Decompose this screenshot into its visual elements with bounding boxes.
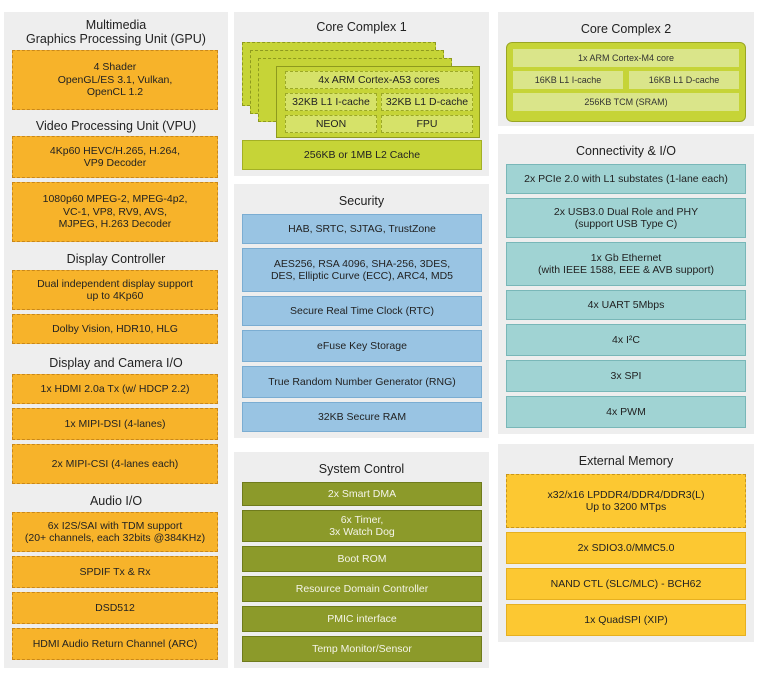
sysctl-block-temp: Temp Monitor/Sensor [242, 636, 482, 662]
conn-block-pcie: 2x PCIe 2.0 with L1 substates (1-lane ea… [506, 164, 746, 194]
security-block-crypto: AES256, RSA 4096, SHA-256, 3DES, DES, El… [242, 248, 482, 292]
vpu-title: Video Processing Unit (VPU) [35, 119, 197, 133]
extmem-block-ddr: x32/x16 LPDDR4/DDR4/DDR3(L) Up to 3200 M… [506, 474, 746, 528]
vpu-block-4k: 4Kp60 HEVC/H.265, H.264, VP9 Decoder [12, 136, 218, 178]
extmem-block-sdio: 2x SDIO3.0/MMC5.0 [506, 532, 746, 564]
security-block-rtc: Secure Real Time Clock (RTC) [242, 296, 482, 326]
dcio-block-dsi: 1x MIPI-DSI (4-lanes) [12, 408, 218, 440]
multimedia-panel: Multimedia Graphics Processing Unit (GPU… [4, 12, 228, 668]
sysctl-block-bootrom: Boot ROM [242, 546, 482, 572]
audio-block-arc: HDMI Audio Return Channel (ARC) [12, 628, 218, 660]
sysctl-block-dma: 2x Smart DMA [242, 482, 482, 506]
core-complex-2-panel: Core Complex 2 1x ARM Cortex-M4 core 16K… [498, 12, 754, 126]
cc1-icache: 32KB L1 I-cache [285, 93, 377, 111]
conn-block-spi: 3x SPI [506, 360, 746, 392]
conn-block-pwm: 4x PWM [506, 396, 746, 428]
dcio-block-hdmi: 1x HDMI 2.0a Tx (w/ HDCP 2.2) [12, 374, 218, 404]
cc1-title: Core Complex 1 [316, 20, 407, 34]
conn-block-i2c: 4x I²C [506, 324, 746, 356]
display-block-hdr: Dolby Vision, HDR10, HLG [12, 314, 218, 344]
cc1-fpu: FPU [381, 115, 473, 133]
audio-block-spdif: SPDIF Tx & Rx [12, 556, 218, 588]
extmem-block-nand: NAND CTL (SLC/MLC) - BCH62 [506, 568, 746, 600]
audio-block-i2s: 6x I2S/SAI with TDM support (20+ channel… [12, 512, 218, 552]
security-block-rng: True Random Number Generator (RNG) [242, 366, 482, 398]
cc2-core: 1x ARM Cortex-M4 core [513, 49, 739, 67]
audio-title: Audio I/O [89, 494, 143, 508]
security-block-efuse: eFuse Key Storage [242, 330, 482, 362]
cc1-cores: 4x ARM Cortex-A53 cores [285, 71, 473, 89]
display-title: Display Controller [66, 252, 166, 266]
cc2-dcache: 16KB L1 D-cache [629, 71, 739, 89]
conn-title: Connectivity & I/O [575, 144, 677, 158]
cc2-tcm: 256KB TCM (SRAM) [513, 93, 739, 111]
system-control-panel: System Control 2x Smart DMA 6x Timer, 3x… [234, 452, 489, 668]
sysctl-title: System Control [318, 462, 405, 476]
dcio-block-csi: 2x MIPI-CSI (4-lanes each) [12, 444, 218, 484]
cc1-dcache: 32KB L1 D-cache [381, 93, 473, 111]
extmem-block-qspi: 1x QuadSPI (XIP) [506, 604, 746, 636]
sysctl-block-rdc: Resource Domain Controller [242, 576, 482, 602]
security-panel: Security HAB, SRTC, SJTAG, TrustZone AES… [234, 184, 489, 438]
vpu-block-1080p: 1080p60 MPEG-2, MPEG-4p2, VC-1, VP8, RV9… [12, 182, 218, 242]
sysctl-block-timer: 6x Timer, 3x Watch Dog [242, 510, 482, 542]
conn-block-usb: 2x USB3.0 Dual Role and PHY (support USB… [506, 198, 746, 238]
security-block-ram: 32KB Secure RAM [242, 402, 482, 432]
sysctl-block-pmic: PMIC interface [242, 606, 482, 632]
cc2-icache: 16KB L1 I-cache [513, 71, 623, 89]
gpu-title: Multimedia Graphics Processing Unit (GPU… [26, 18, 206, 47]
cc1-l2-cache: 256KB or 1MB L2 Cache [242, 140, 482, 170]
connectivity-panel: Connectivity & I/O 2x PCIe 2.0 with L1 s… [498, 134, 754, 434]
audio-block-dsd: DSD512 [12, 592, 218, 624]
conn-block-ethernet: 1x Gb Ethernet (with IEEE 1588, EEE & AV… [506, 242, 746, 286]
dcio-title: Display and Camera I/O [49, 356, 183, 370]
core-complex-1-panel: Core Complex 1 4x ARM Cortex-A53 cores 3… [234, 12, 489, 176]
cc2-title: Core Complex 2 [580, 22, 672, 36]
security-block-hab: HAB, SRTC, SJTAG, TrustZone [242, 214, 482, 244]
extmem-title: External Memory [578, 454, 674, 468]
security-title: Security [338, 194, 385, 208]
external-memory-panel: External Memory x32/x16 LPDDR4/DDR4/DDR3… [498, 444, 754, 642]
core-card-front: 4x ARM Cortex-A53 cores 32KB L1 I-cache … [276, 66, 480, 138]
display-block-dual: Dual independent display support up to 4… [12, 270, 218, 310]
cc2-card: 1x ARM Cortex-M4 core 16KB L1 I-cache 16… [506, 42, 746, 122]
cc1-neon: NEON [285, 115, 377, 133]
gpu-block: 4 Shader OpenGL/ES 3.1, Vulkan, OpenCL 1… [12, 50, 218, 110]
conn-block-uart: 4x UART 5Mbps [506, 290, 746, 320]
